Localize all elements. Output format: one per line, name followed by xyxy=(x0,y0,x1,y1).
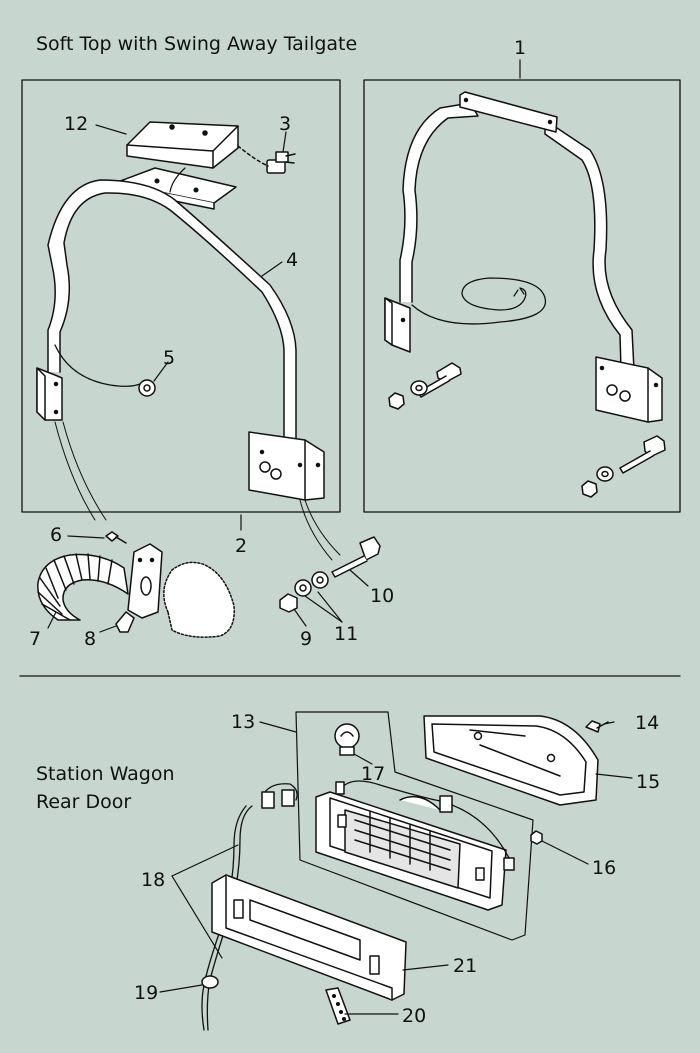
callout-10: 10 xyxy=(370,585,394,607)
clip-part xyxy=(115,611,135,633)
lamp-body-part xyxy=(315,791,507,911)
cable-grommet-part xyxy=(201,975,219,989)
callout-2: 2 xyxy=(235,535,247,557)
kit-1-box xyxy=(363,79,681,513)
callout-15: 15 xyxy=(636,771,660,793)
lens-housing-part xyxy=(423,715,599,806)
frame-right-foot xyxy=(248,431,325,501)
callout-labels: 1 12 3 4 5 2 6 7 8 9 11 10 13 17 14 15 1… xyxy=(29,37,660,1027)
frame-1-left-foot xyxy=(384,297,411,353)
mount-plate-part xyxy=(127,543,163,619)
washer-parts xyxy=(294,571,329,597)
callout-19: 19 xyxy=(134,982,158,1004)
callout-13: 13 xyxy=(231,711,255,733)
callout-8: 8 xyxy=(84,628,96,650)
nut-part xyxy=(279,593,298,613)
callout-21: 21 xyxy=(453,955,477,977)
callout-5: 5 xyxy=(163,347,175,369)
callout-12: 12 xyxy=(64,113,88,135)
callout-3: 3 xyxy=(279,113,291,135)
flexible-hose-part xyxy=(37,553,129,621)
leader-lines xyxy=(47,59,633,1015)
grommet-part xyxy=(138,379,156,397)
frame-left-part xyxy=(47,179,297,446)
callout-18: 18 xyxy=(141,869,165,891)
lamp-housing-part xyxy=(126,121,239,169)
bulb-part xyxy=(334,723,360,756)
cover-shroud-part xyxy=(163,561,235,638)
frame-left-foot xyxy=(36,367,63,421)
lamp-nut-part xyxy=(530,830,543,845)
callout-1: 1 xyxy=(514,37,526,59)
callout-20: 20 xyxy=(402,1005,426,1027)
screw-part xyxy=(105,531,127,544)
box-1-fixings xyxy=(388,362,666,498)
callout-7: 7 xyxy=(29,628,41,650)
finisher-panel-part xyxy=(211,874,407,1001)
callout-6: 6 xyxy=(50,524,62,546)
bolt-part xyxy=(331,536,381,578)
bulb-holder-part xyxy=(237,145,296,174)
callout-9: 9 xyxy=(300,628,312,650)
station-wagon-title-line2: Rear Door xyxy=(36,791,132,813)
clip-strip-part xyxy=(325,987,351,1025)
callout-16: 16 xyxy=(592,857,616,879)
soft-top-title: Soft Top with Swing Away Tailgate xyxy=(36,33,358,55)
frame-1-top-plate xyxy=(459,91,558,133)
callout-14: 14 xyxy=(635,712,659,734)
frame-right-part xyxy=(399,102,635,371)
station-wagon-title-line1: Station Wagon xyxy=(36,763,175,785)
callout-11: 11 xyxy=(334,623,358,645)
wire-coil xyxy=(411,277,547,325)
callout-4: 4 xyxy=(286,249,298,271)
callout-17: 17 xyxy=(361,763,385,785)
lamp-assembly-outline xyxy=(295,711,534,941)
lens-screw-part xyxy=(585,720,609,733)
frame-1-right-foot xyxy=(595,356,663,423)
kit-2-box xyxy=(21,79,341,513)
